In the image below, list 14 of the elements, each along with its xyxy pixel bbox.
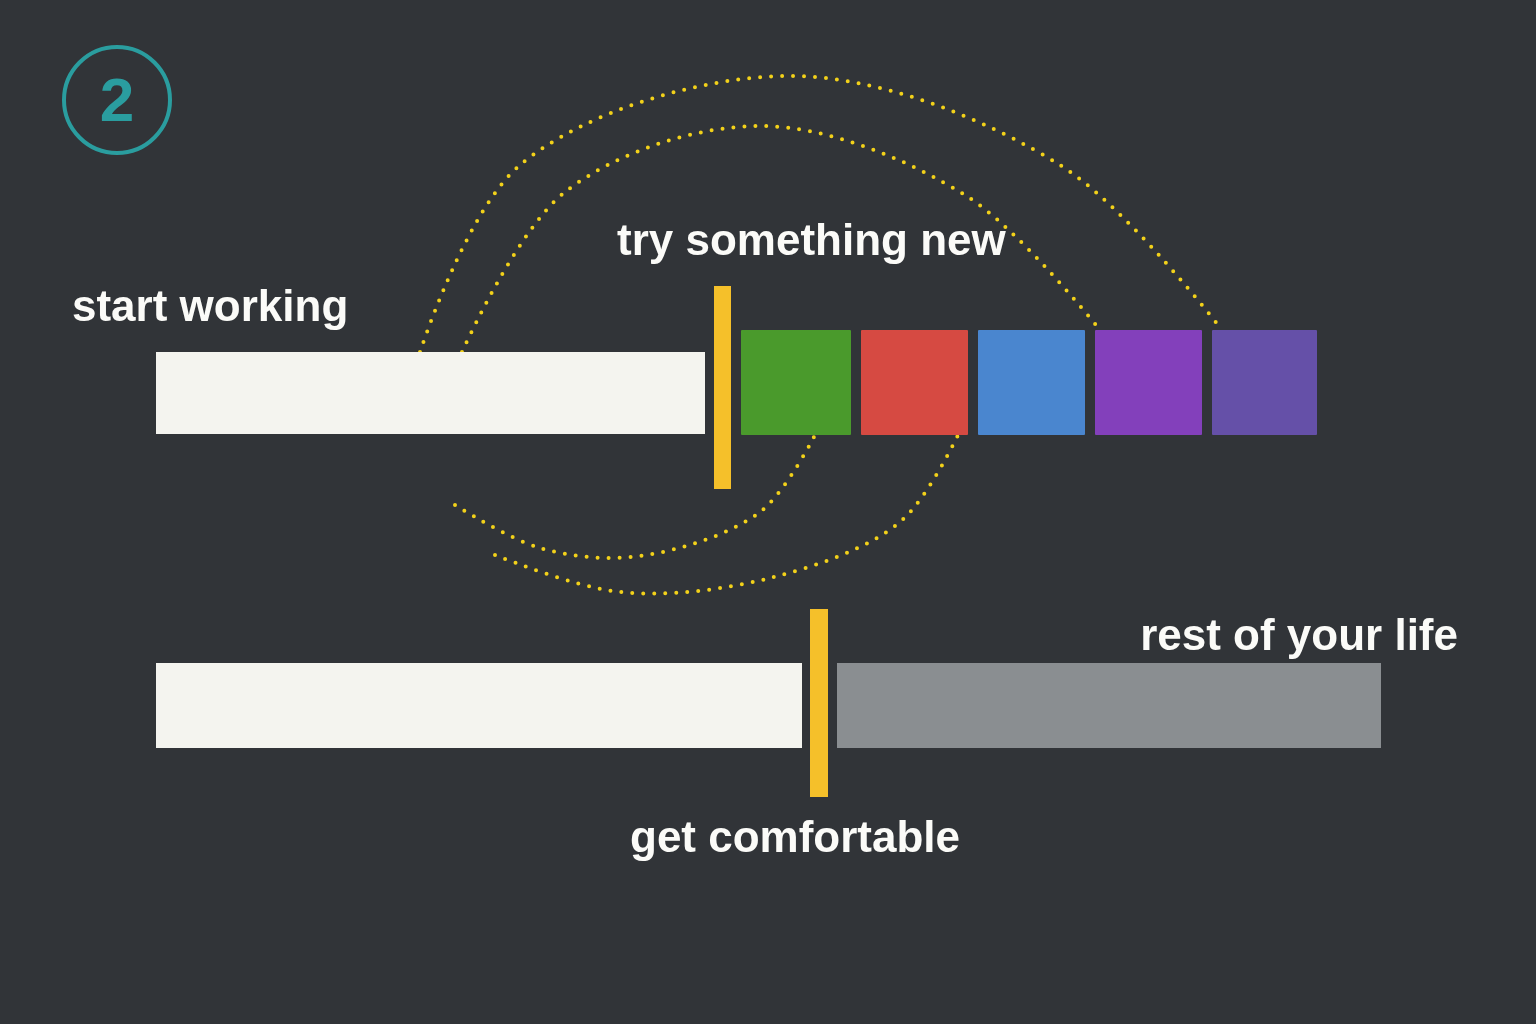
color-square xyxy=(861,330,968,435)
color-square xyxy=(741,330,851,435)
timeline-label: rest of your life xyxy=(1140,613,1458,657)
timeline-bar xyxy=(156,663,802,748)
step-number: 2 xyxy=(99,69,135,131)
timeline-label: get comfortable xyxy=(630,815,961,859)
color-square xyxy=(978,330,1085,435)
timeline-label: try something new xyxy=(617,218,1006,262)
dotted-arc xyxy=(493,433,960,596)
color-square xyxy=(1095,330,1202,435)
dotted-arc xyxy=(453,433,817,560)
timeline-label: start working xyxy=(72,284,349,328)
step-circle xyxy=(62,45,172,155)
color-square xyxy=(1212,330,1317,435)
